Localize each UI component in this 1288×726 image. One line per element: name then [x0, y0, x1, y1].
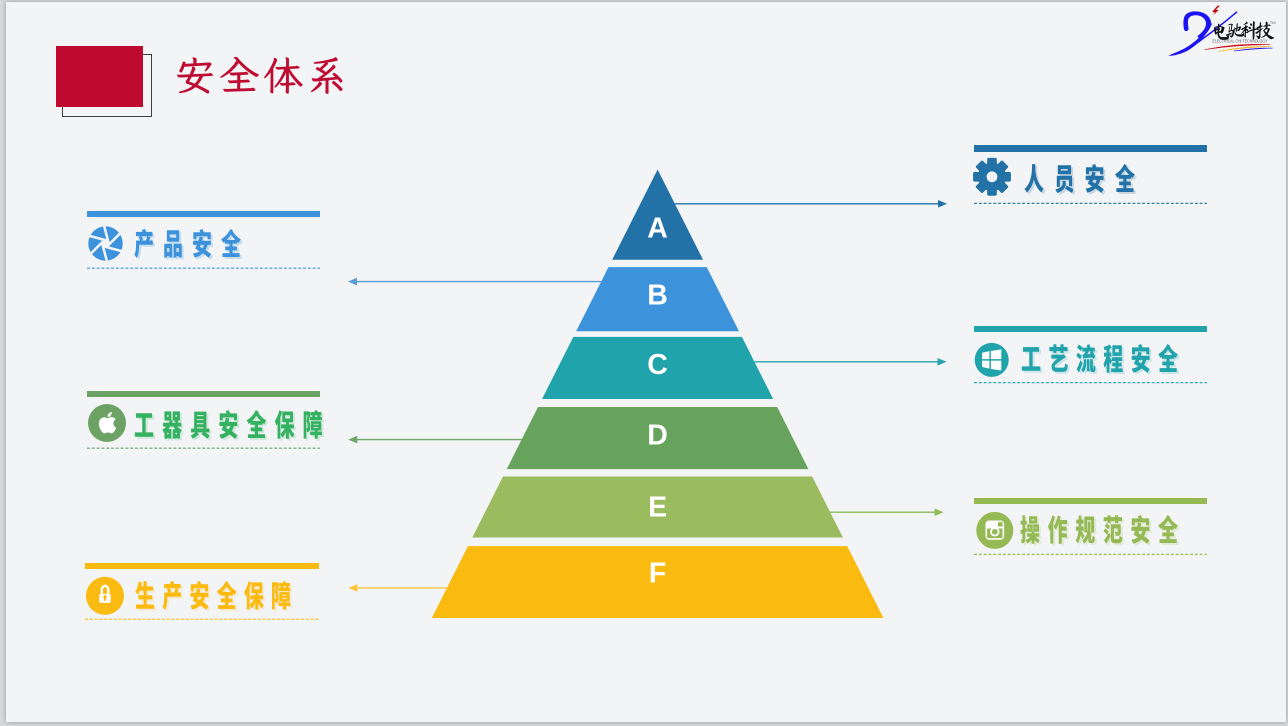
svg-text:C: C [647, 349, 668, 381]
svg-text:TM: TM [1270, 20, 1276, 25]
svg-text:F: F [649, 557, 666, 589]
svg-text:E: E [648, 492, 667, 524]
svg-text:ELECTRICAL CHI TECHNOLOGY: ELECTRICAL CHI TECHNOLOGY [1213, 39, 1268, 44]
svg-text:B: B [647, 280, 668, 312]
svg-text:D: D [647, 419, 668, 451]
svg-text:A: A [647, 213, 668, 245]
